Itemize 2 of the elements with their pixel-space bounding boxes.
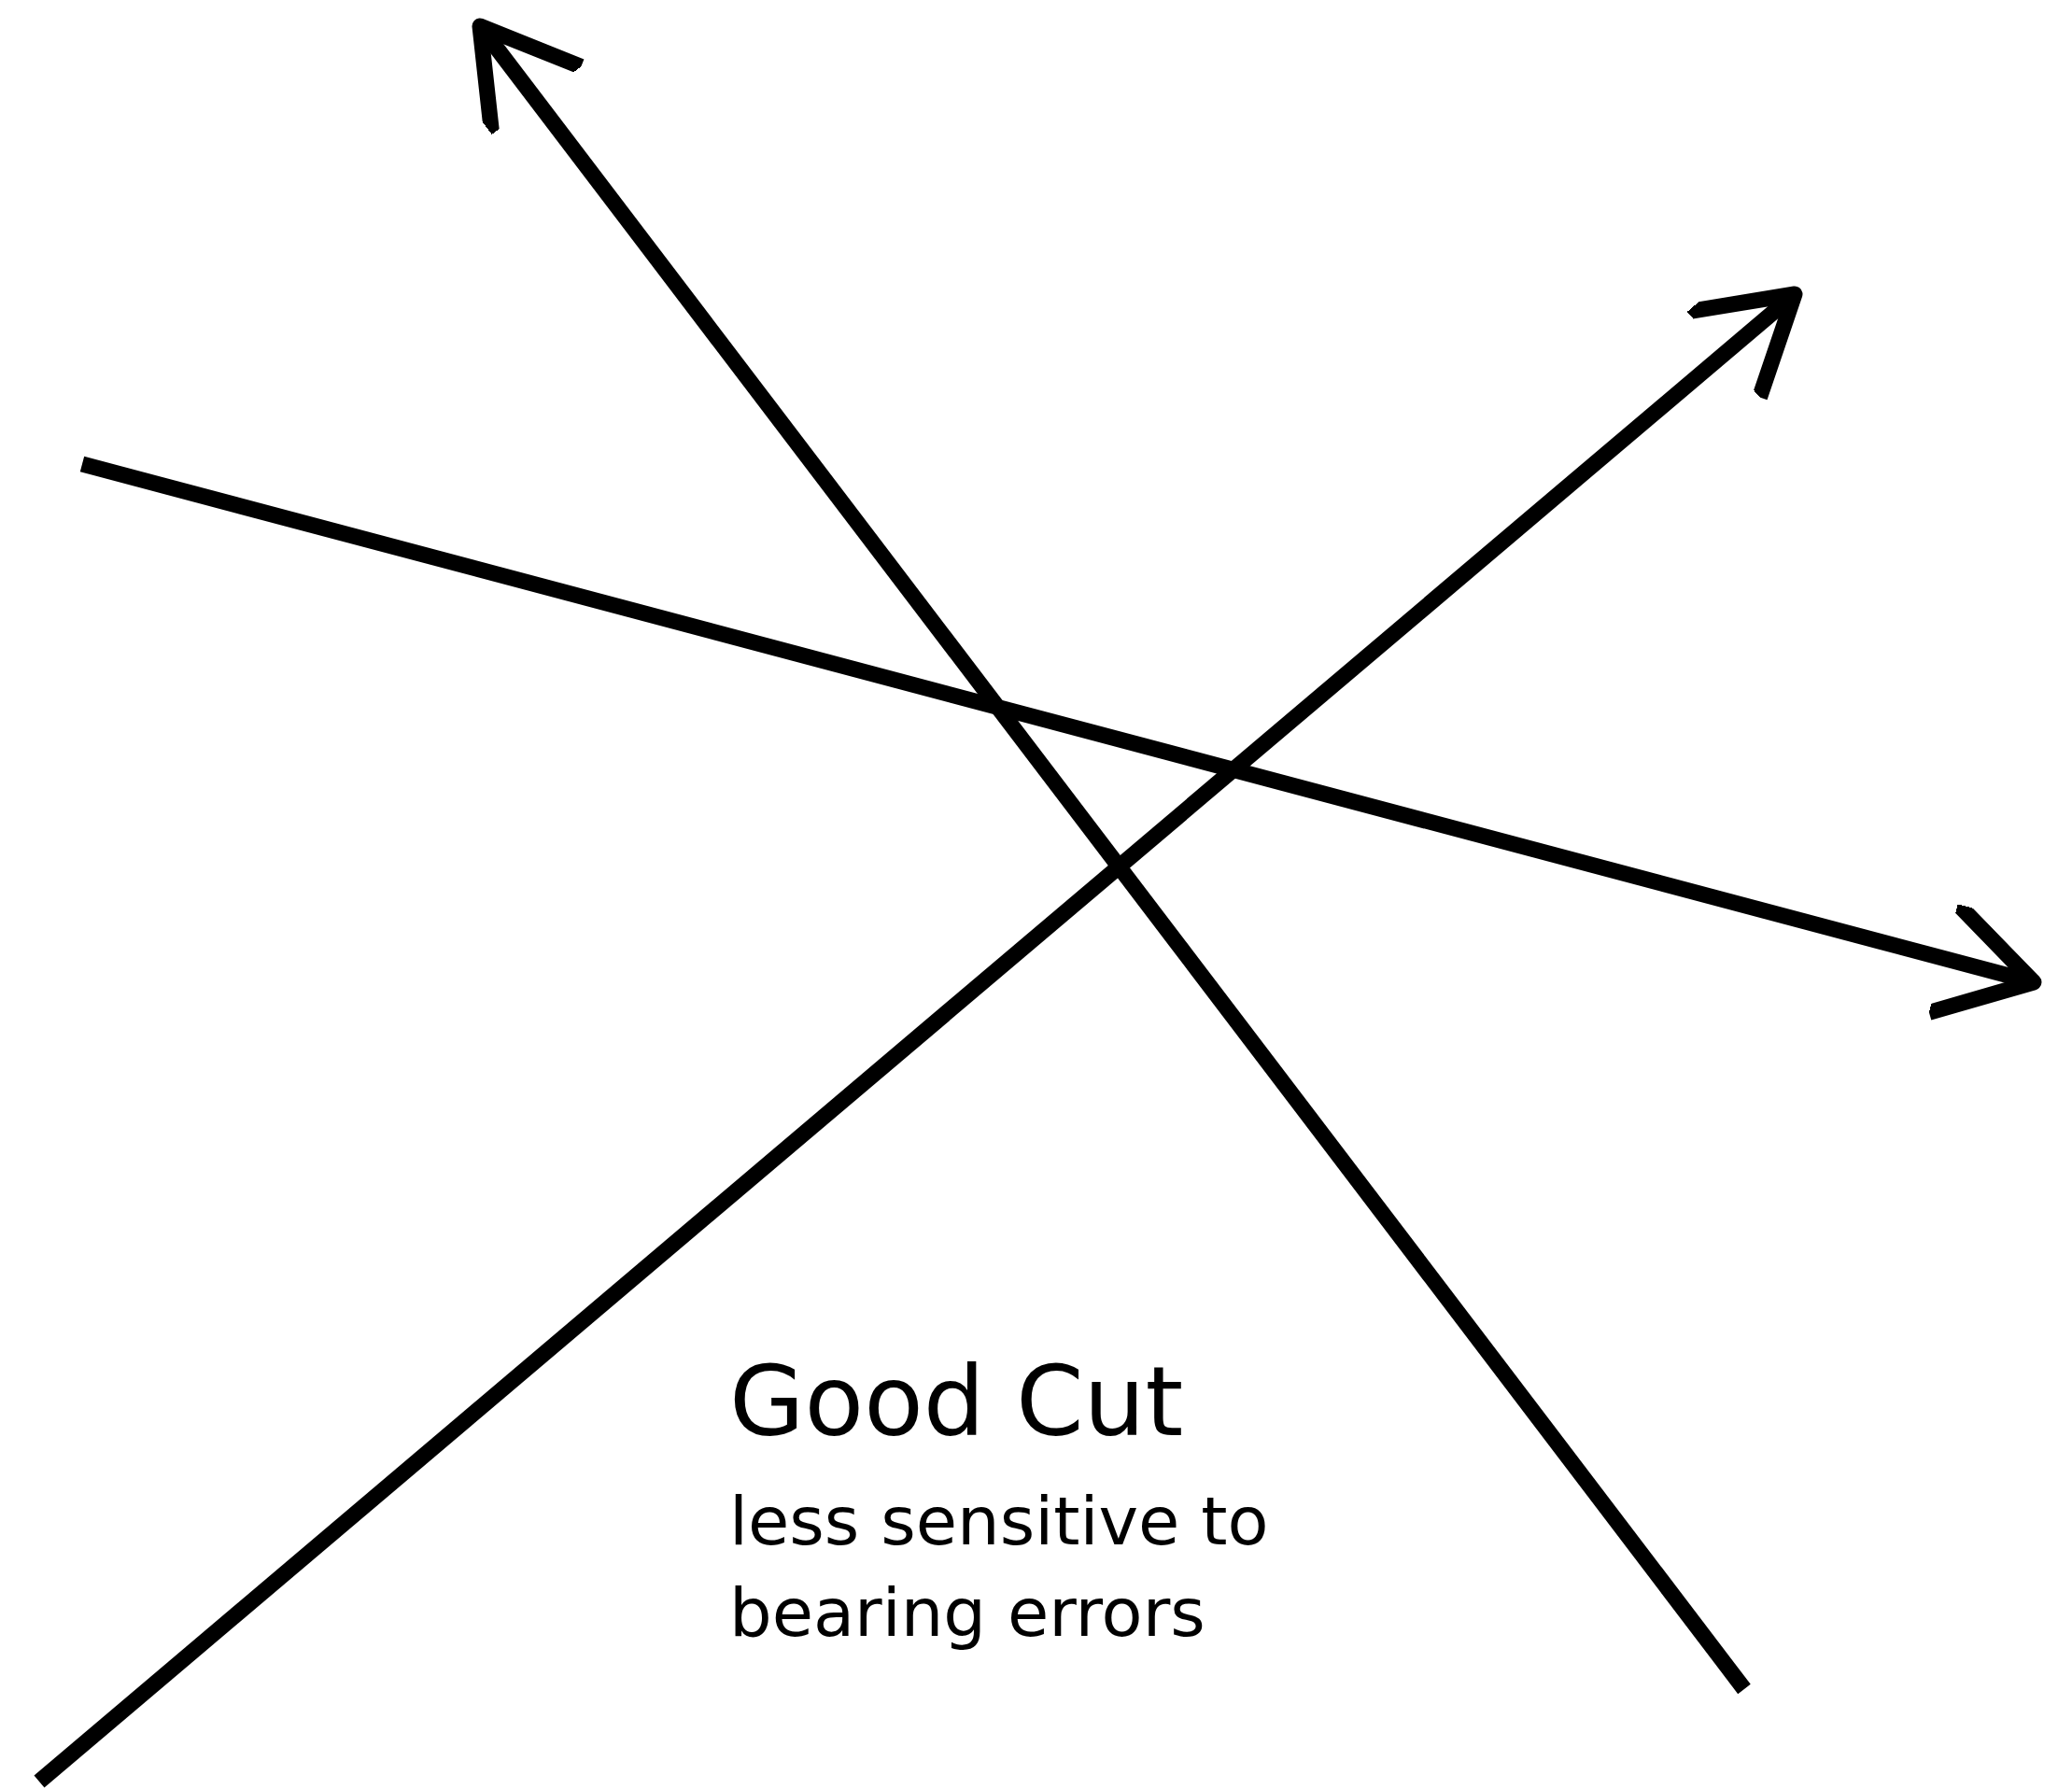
- note-text: less sensitive to bearing errors: [729, 1481, 1270, 1654]
- heading-text: Good Cut: [729, 1345, 1184, 1458]
